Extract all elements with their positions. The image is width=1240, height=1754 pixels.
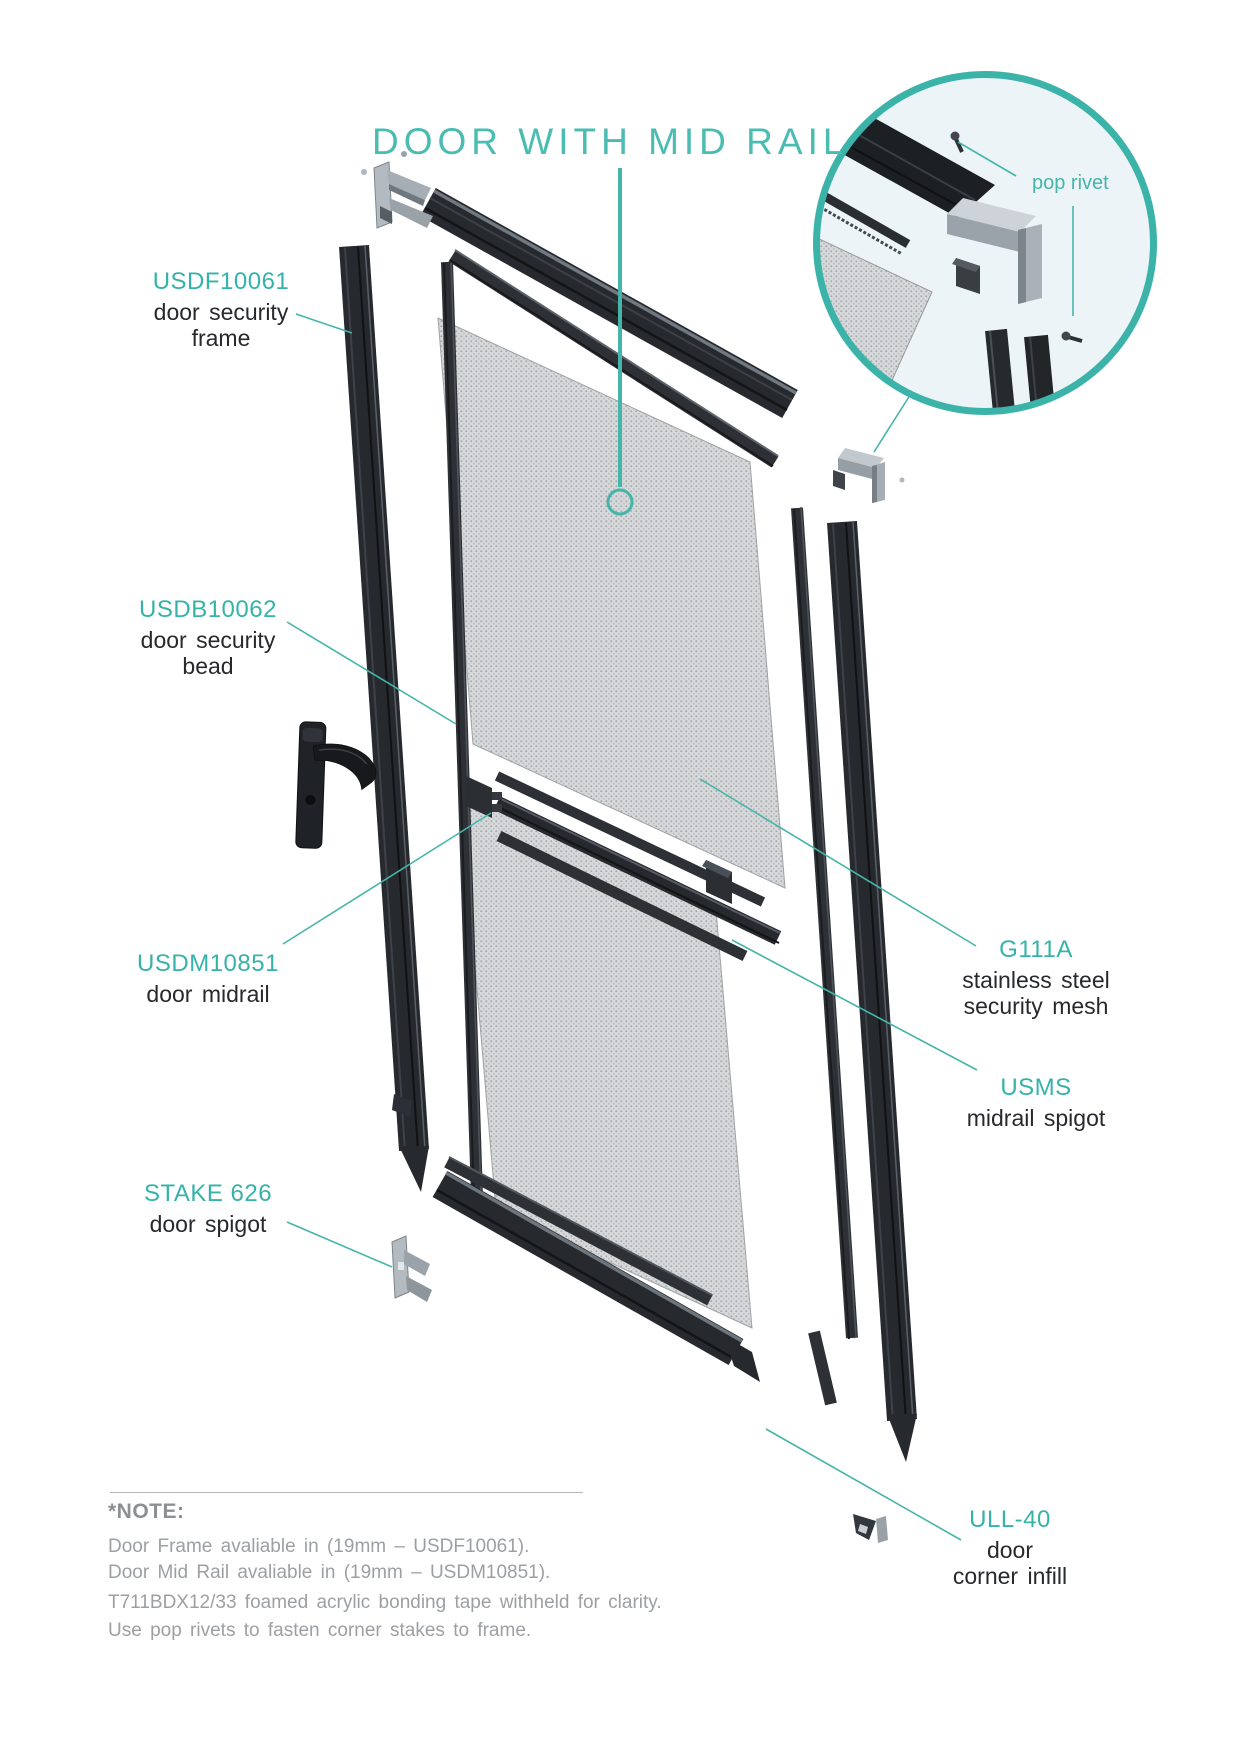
note-line: Door Frame avaliable in (19mm – USDF1006… xyxy=(108,1536,530,1557)
leader-pop-rivet-1 xyxy=(957,141,1017,177)
part-label-usdm: USDM10851 door midrail xyxy=(88,950,328,1007)
corner-stake-top-left xyxy=(361,151,433,229)
part-code: USDM10851 xyxy=(137,950,279,977)
part-desc: door security xyxy=(140,627,276,653)
inset-bead xyxy=(821,192,911,248)
inset-right-bars xyxy=(985,328,1055,412)
leader-lines xyxy=(282,141,1074,1541)
part-desc: stainless steel xyxy=(962,967,1110,993)
corner-stake-top-right xyxy=(833,448,905,503)
part-code: USDF10061 xyxy=(152,268,290,295)
leader-usdm xyxy=(282,812,492,945)
part-label-stake626: STAKE 626 door spigot xyxy=(88,1180,328,1237)
note-divider xyxy=(110,1492,583,1493)
door-frame-left-bar xyxy=(339,245,429,1192)
part-label-usdb: USDB10062 door security bead xyxy=(88,596,328,679)
note-line: Door Mid Rail avaliable in (19mm – USDM1… xyxy=(108,1562,551,1583)
pop-rivet-label: pop rivet xyxy=(1032,172,1109,194)
leader-usdb xyxy=(286,621,457,725)
leader-ull40 xyxy=(765,1428,962,1541)
leader-usdf xyxy=(295,313,353,334)
leader-usms xyxy=(731,939,978,1071)
part-desc: corner infill xyxy=(952,1563,1068,1589)
door-bead-top-bar xyxy=(448,249,779,468)
door-bead-right-bar xyxy=(791,506,858,1406)
part-label-ull40: ULL-40 door corner infill xyxy=(886,1506,1134,1589)
part-desc: door security xyxy=(153,299,289,325)
part-desc: door spigot xyxy=(149,1211,267,1237)
door-handle xyxy=(295,721,377,849)
note-line: Use pop rivets to fasten corner stakes t… xyxy=(108,1620,532,1641)
part-desc: security mesh xyxy=(963,993,1109,1019)
pop-rivet-side xyxy=(1061,331,1083,343)
leader-g111a xyxy=(699,778,977,947)
door-frame-top-bar xyxy=(420,188,798,418)
part-desc: door midrail xyxy=(146,981,270,1007)
midrail-spigot-right xyxy=(702,860,732,904)
door-corner-infill-piece xyxy=(853,1514,888,1543)
door-bead-left-bar xyxy=(441,260,483,1200)
page-title: DOOR WITH MID RAIL xyxy=(372,121,849,162)
inset-corner-stake xyxy=(947,198,1042,304)
leader-inset-link xyxy=(873,391,913,453)
part-desc: bead xyxy=(182,653,234,679)
door-frame-bottom-bar xyxy=(432,1170,760,1382)
door-bead-bottom-bar xyxy=(444,1156,713,1306)
leader-stake xyxy=(286,1221,393,1268)
part-label-usms: USMS midrail spigot xyxy=(912,1074,1160,1131)
part-desc: door xyxy=(986,1537,1034,1563)
note-line: T711BDX12/33 foamed acrylic bonding tape… xyxy=(108,1592,662,1613)
corner-detail-inset xyxy=(813,71,1157,415)
part-label-usdf: USDF10061 door security frame xyxy=(100,268,342,351)
midrail-spigot-left xyxy=(466,776,502,818)
part-desc: frame xyxy=(191,325,251,351)
title-pointer-ring xyxy=(606,488,634,516)
part-code: USMS xyxy=(1000,1074,1072,1101)
pop-rivet-top xyxy=(950,131,964,153)
part-code: G111A xyxy=(999,936,1073,963)
part-code: ULL-40 xyxy=(969,1506,1051,1533)
bead-end-block xyxy=(392,1094,412,1117)
door-frame-right-bar xyxy=(827,521,917,1462)
part-code: USDB10062 xyxy=(139,596,277,623)
part-code: STAKE 626 xyxy=(143,1180,273,1207)
part-label-g111a: G111A stainless steel security mesh xyxy=(912,936,1160,1019)
part-desc: midrail spigot xyxy=(966,1105,1106,1131)
note-heading: *NOTE: xyxy=(108,1500,185,1523)
inset-border xyxy=(813,71,1157,415)
corner-stake-bottom-left xyxy=(391,1235,432,1302)
title-pointer xyxy=(606,168,634,516)
